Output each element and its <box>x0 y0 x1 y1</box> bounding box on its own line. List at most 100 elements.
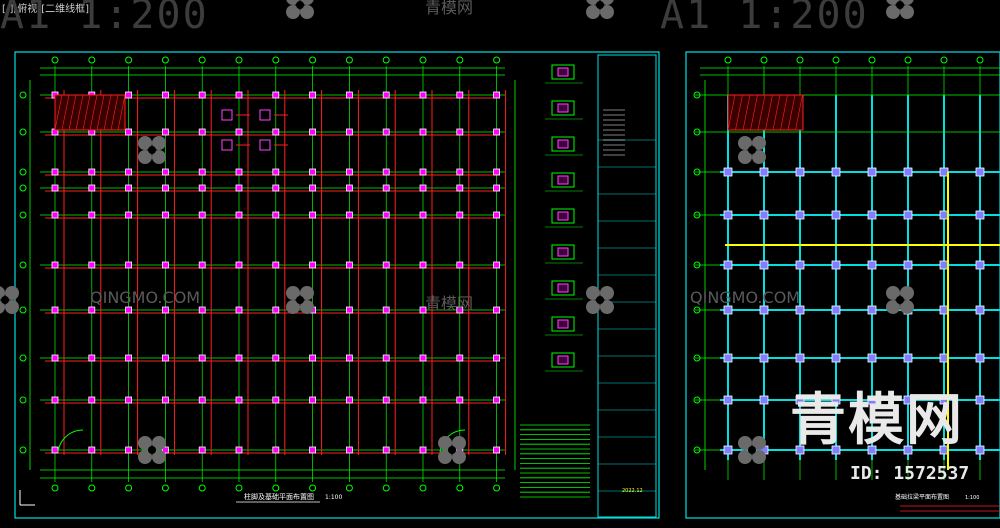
column-footing <box>235 211 243 219</box>
column-footing <box>161 211 169 219</box>
r-column-footing <box>975 260 985 270</box>
axis-bubble-top <box>493 56 501 64</box>
r-axis-bubble-top <box>832 56 840 64</box>
table-date: 2022.12 <box>622 488 643 494</box>
r-column-footing <box>975 395 985 405</box>
clover-logo-icon <box>586 0 614 19</box>
r-hatch-stroke <box>750 94 758 131</box>
column-footing <box>235 168 243 176</box>
r-axis-bubble-top <box>976 56 984 64</box>
r-column-footing <box>759 210 769 220</box>
column-footing <box>198 211 206 219</box>
r-hatch-stroke <box>727 94 736 131</box>
column-footing <box>272 184 280 192</box>
column-footing <box>272 306 280 314</box>
column-footing <box>161 354 169 362</box>
column-footing <box>51 306 59 314</box>
column-footing <box>309 184 317 192</box>
column-footing <box>345 446 353 454</box>
watermark-latin-left: QINGMO.COM <box>90 288 201 307</box>
column-footing <box>345 184 353 192</box>
r-column-footing <box>795 210 805 220</box>
r-column-footing <box>903 210 913 220</box>
r-column-footing <box>795 167 805 177</box>
r-column-footing <box>903 445 913 455</box>
stair-arc-left <box>57 429 84 453</box>
r-column-footing <box>903 260 913 270</box>
column-footing <box>51 211 59 219</box>
axis-bubble-top <box>88 56 96 64</box>
column-footing <box>382 261 390 269</box>
column-footing <box>419 446 427 454</box>
column-footing <box>272 354 280 362</box>
column-footing <box>382 306 390 314</box>
column-footing <box>235 306 243 314</box>
column-footing <box>272 261 280 269</box>
section-detail-box <box>551 280 575 296</box>
hatch-stroke <box>82 94 91 131</box>
axis-bubble-bottom <box>493 484 501 492</box>
r-column-footing <box>723 210 733 220</box>
axis-bubble-top <box>198 56 206 64</box>
column-footing <box>88 396 96 404</box>
scale-text-left: A1 1:200 <box>0 0 209 38</box>
column-footing <box>419 184 427 192</box>
column-footing <box>419 354 427 362</box>
column-footing <box>198 91 206 99</box>
column-footing <box>161 91 169 99</box>
r-column-footing <box>795 445 805 455</box>
axis-bubble-left <box>19 354 27 362</box>
axis-bubble-left <box>19 261 27 269</box>
column-footing <box>235 91 243 99</box>
r-column-footing <box>939 260 949 270</box>
title-block <box>597 54 657 518</box>
column-footing <box>309 128 317 136</box>
hatch-stroke <box>75 94 84 131</box>
column-footing <box>419 396 427 404</box>
column-footing <box>382 168 390 176</box>
notes-block <box>517 420 592 500</box>
section-detail-box <box>551 244 575 260</box>
column-footing <box>235 446 243 454</box>
column-footing <box>493 306 501 314</box>
plan-detail-marker <box>259 109 271 121</box>
column-footing <box>235 128 243 136</box>
watermark-cn-top: 青模网 <box>425 0 474 17</box>
axis-bubble-bottom <box>456 484 464 492</box>
column-footing <box>125 184 132 192</box>
r-column-footing <box>831 260 841 270</box>
column-footing <box>493 128 501 136</box>
axis-bubble-left <box>19 128 27 136</box>
left-sheet-title: 柱脚及基础平面布置图 <box>244 492 314 501</box>
column-footing <box>309 396 317 404</box>
column-footing <box>309 354 317 362</box>
column-footing <box>272 128 280 136</box>
r-hatch-stroke <box>742 94 751 131</box>
clover-logo-icon <box>586 286 614 314</box>
section-detail-core <box>557 103 569 113</box>
column-footing <box>419 91 427 99</box>
column-footing <box>161 168 169 176</box>
column-footing <box>309 211 317 219</box>
column-footing <box>235 184 243 192</box>
column-footing <box>345 211 353 219</box>
column-footing <box>125 396 132 404</box>
axis-bubble-left <box>19 184 27 192</box>
section-detail-core <box>557 175 569 185</box>
r-column-footing <box>795 260 805 270</box>
section-detail-box <box>551 64 575 80</box>
section-detail-box <box>551 100 575 116</box>
r-column-footing <box>975 167 985 177</box>
sheet-frame-right <box>685 51 1000 519</box>
column-footing <box>51 396 59 404</box>
column-footing <box>235 354 243 362</box>
section-detail-box <box>551 316 575 332</box>
r-column-footing <box>939 305 949 315</box>
column-footing <box>493 91 501 99</box>
column-footing <box>198 184 206 192</box>
column-footing <box>382 354 390 362</box>
r-column-footing <box>867 353 877 363</box>
viewport-tag[interactable]: [-][俯视][二维线框] <box>2 4 90 15</box>
